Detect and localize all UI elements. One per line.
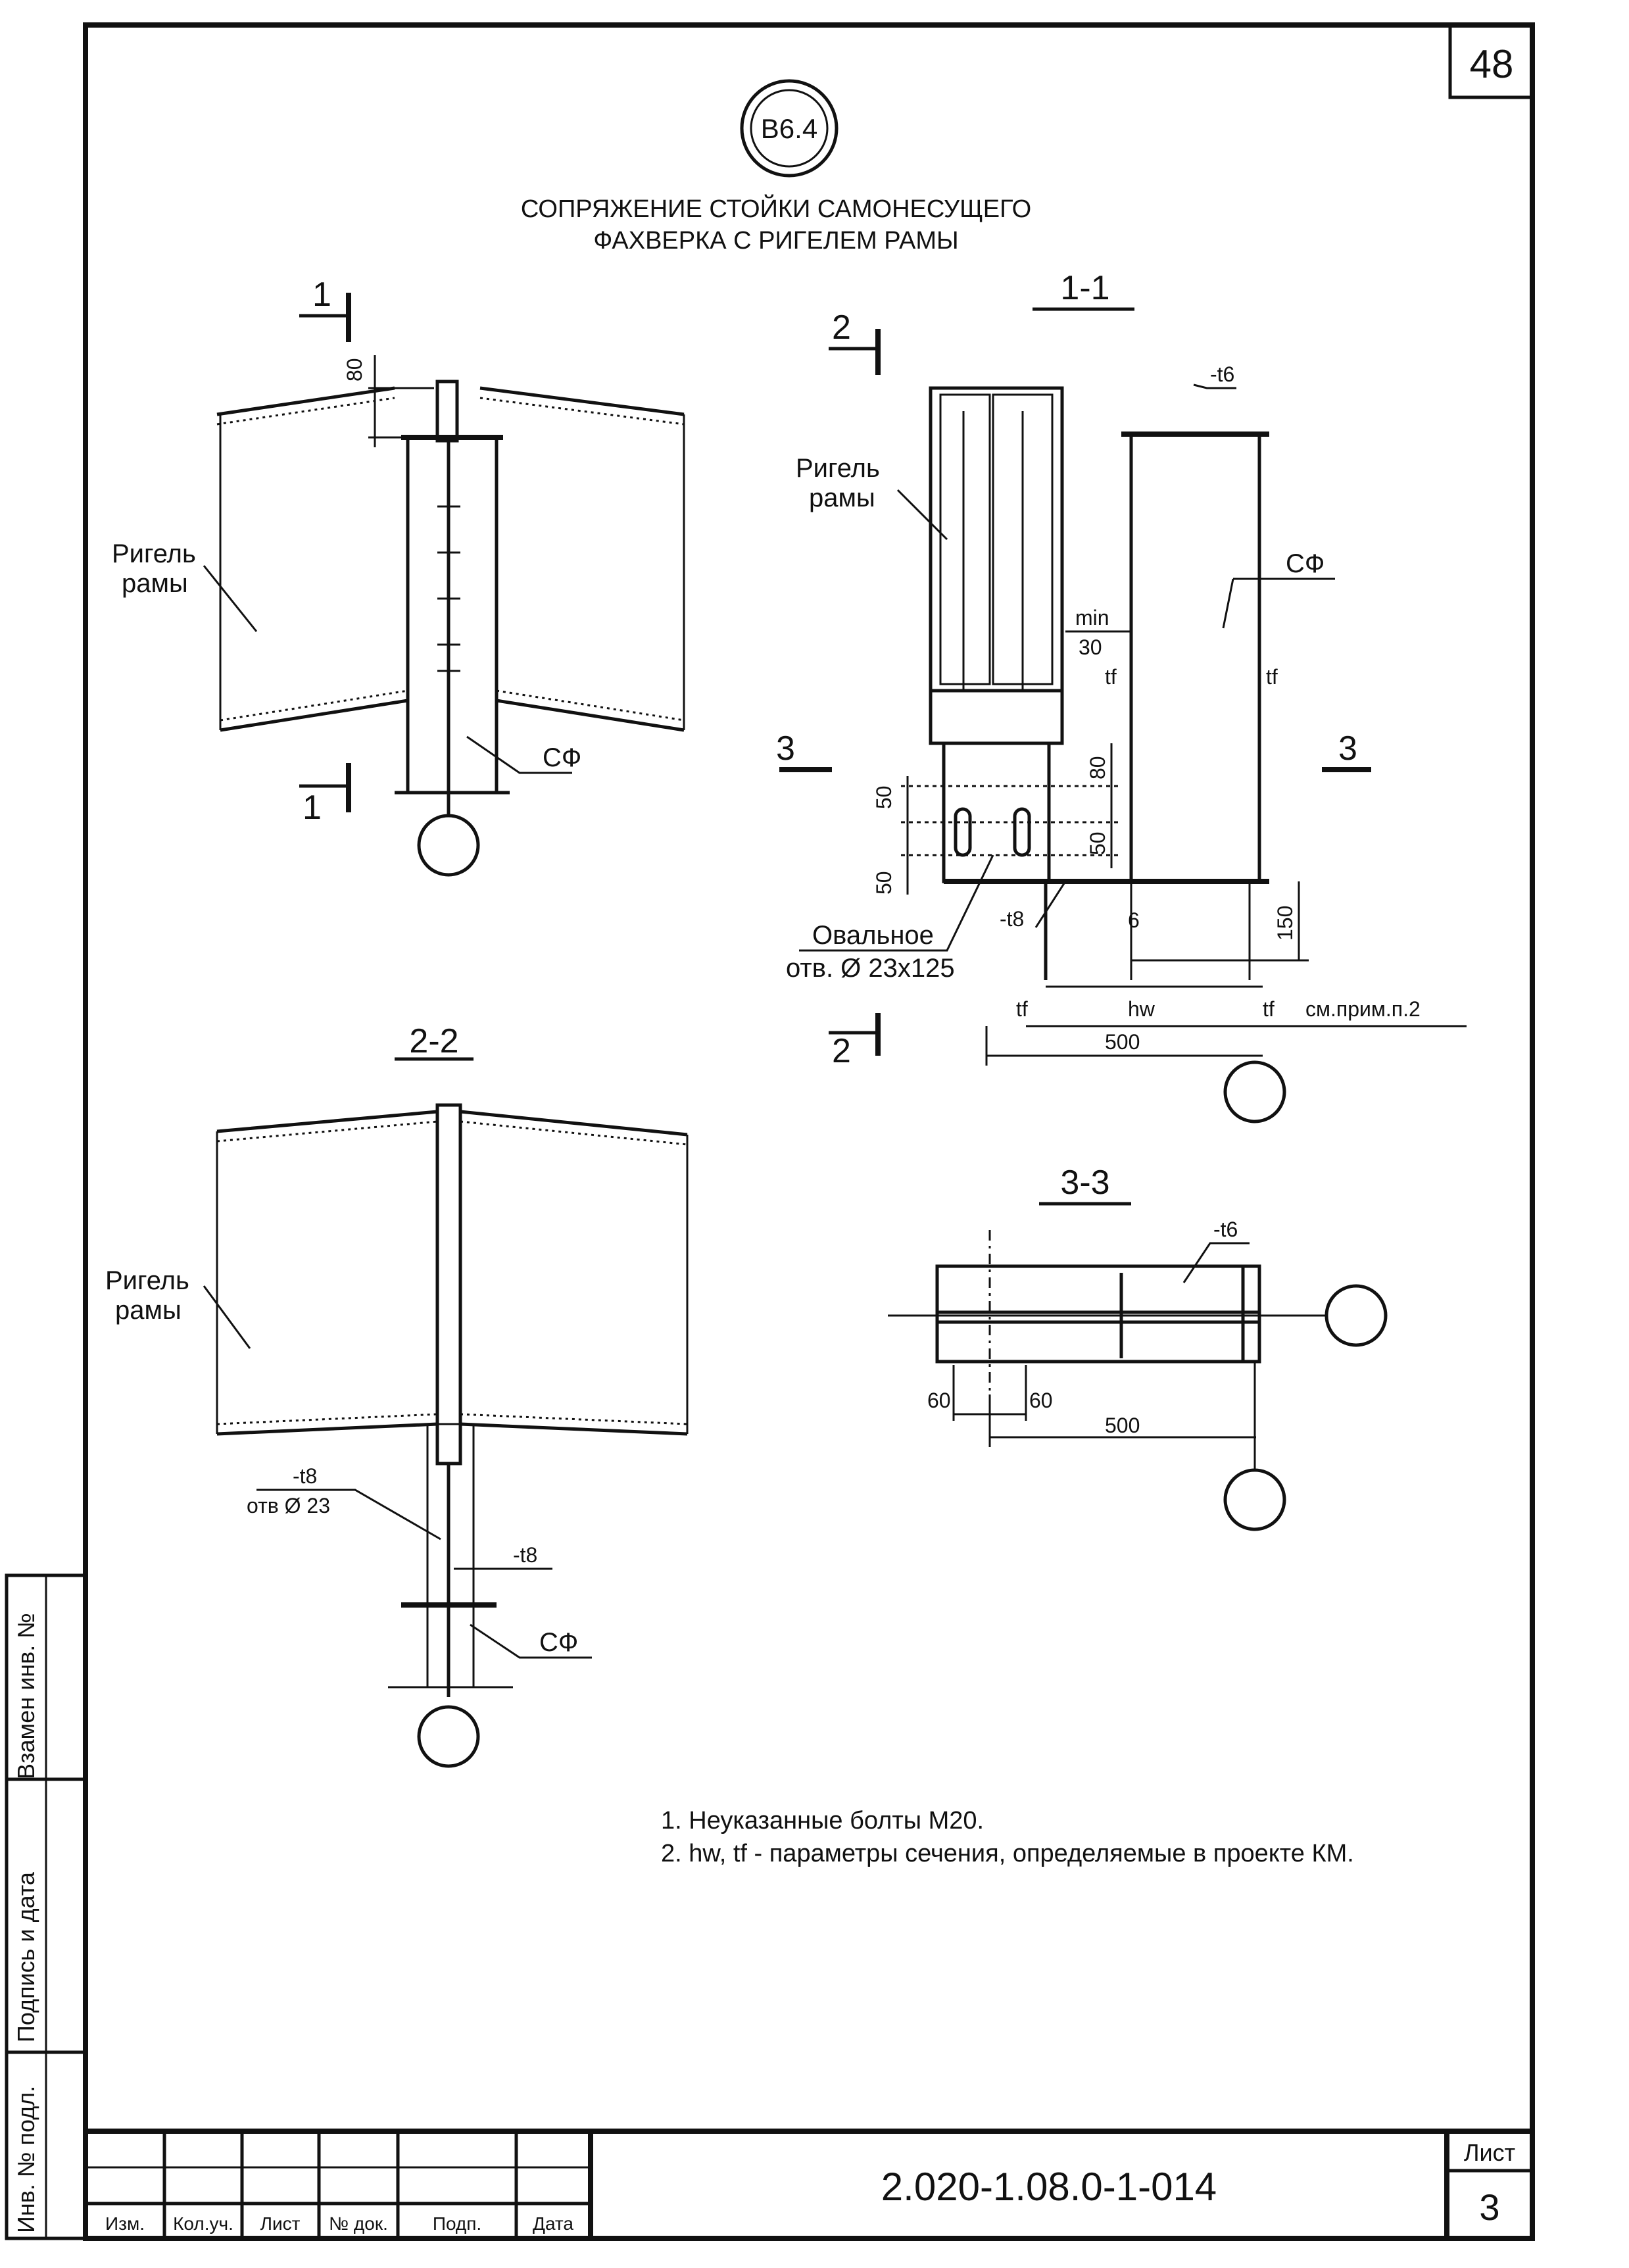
title-line-1: СОПРЯЖЕНИЕ СТОЙКИ САМОНЕСУЩЕГО xyxy=(521,193,1031,223)
tf-bottom-right: tf xyxy=(1263,997,1275,1021)
plate-t8-22-b: -t8 xyxy=(513,1543,537,1567)
tf-right: tf xyxy=(1266,665,1278,689)
dim-60-left: 60 xyxy=(927,1389,951,1412)
cut-mark-2-top: 2 xyxy=(832,308,851,347)
dim-500-33: 500 xyxy=(1105,1414,1140,1437)
hw-label: hw xyxy=(1128,997,1155,1021)
sheet-frame xyxy=(5,22,1535,2241)
cut-mark-3-right: 3 xyxy=(1338,729,1357,768)
note-1: 1. Неуказанные болты М20. xyxy=(661,1807,984,1835)
tb-col-kol: Кол.уч. xyxy=(173,2213,233,2234)
cut-mark-3-left: 3 xyxy=(776,729,795,768)
dim-50-a: 50 xyxy=(872,785,896,809)
see-note-2: см.прим.п.2 xyxy=(1305,997,1421,1021)
view-front xyxy=(203,293,685,877)
title-line-2: ФАХВЕРКА С РИГЕЛЕМ РАМЫ xyxy=(593,227,958,255)
tb-sheet-label: Лист xyxy=(1464,2139,1515,2166)
dim-80-11: 80 xyxy=(1086,756,1109,779)
cut-mark-2-bottom: 2 xyxy=(832,1032,851,1070)
stamp-signature-date: Подпись и дата xyxy=(12,1871,39,2042)
section-1-1 xyxy=(779,307,1467,1123)
label-girder-front-2: рамы xyxy=(122,569,188,598)
tb-col-data: Дата xyxy=(533,2213,573,2234)
label-column-22: СФ xyxy=(539,1628,578,1657)
tb-col-ndok: № док. xyxy=(329,2213,388,2234)
section-2-2-title: 2-2 xyxy=(409,1022,458,1060)
label-column-11: СФ xyxy=(1286,549,1325,578)
min-label: min xyxy=(1075,606,1109,629)
label-girder-22-2: рамы xyxy=(115,1296,182,1325)
note-2: 2. hw, tf - параметры сечения, определяе… xyxy=(661,1840,1354,1867)
stamp-replaces-inv: Взамен инв. № xyxy=(12,1613,39,1779)
tb-sheet-number: 3 xyxy=(1479,2186,1499,2228)
document-code: 2.020-1.08.0-1-014 xyxy=(881,2165,1217,2209)
oval-hole-label-2: отв. Ø 23х125 xyxy=(786,954,955,983)
oval-hole-label-1: Овальное xyxy=(812,921,934,950)
plate-t8-22-a: -t8 xyxy=(293,1464,317,1488)
section-1-1-title: 1-1 xyxy=(1060,269,1109,307)
dim-150: 150 xyxy=(1273,906,1297,941)
code-label: В6.4 xyxy=(761,113,817,144)
page-number: 48 xyxy=(1470,42,1514,86)
stamp-inv-original: Инв. № подл. xyxy=(12,2086,39,2233)
dim-500-11: 500 xyxy=(1105,1030,1140,1054)
tb-col-list: Лист xyxy=(260,2213,301,2234)
tb-col-podp: Подп. xyxy=(433,2213,481,2234)
cut-mark-1-top: 1 xyxy=(312,276,331,314)
section-3-3 xyxy=(888,1202,1388,1531)
label-girder-front-1: Ригель xyxy=(112,539,196,568)
plate-t8-11: -t8 xyxy=(1000,907,1024,931)
tf-bottom-left: tf xyxy=(1016,997,1028,1021)
code-label-badge xyxy=(740,79,839,178)
label-girder-11-2: рамы xyxy=(809,483,875,512)
section-3-3-title: 3-3 xyxy=(1060,1164,1109,1202)
section-2-2 xyxy=(203,1057,689,1768)
label-column-front: СФ xyxy=(543,743,581,772)
tf-left: tf xyxy=(1105,665,1117,689)
dim-50-c: 50 xyxy=(872,871,896,895)
label-girder-22-1: Ригель xyxy=(105,1266,189,1295)
plate-t6-11: -t6 xyxy=(1210,362,1234,386)
tb-col-izm: Изм. xyxy=(105,2213,145,2234)
hole-d23-22: отв Ø 23 xyxy=(247,1494,330,1517)
dim-6: 6 xyxy=(1128,908,1140,932)
cut-mark-1-bottom: 1 xyxy=(303,789,322,827)
dim-30: 30 xyxy=(1079,635,1102,659)
dim-50-b: 50 xyxy=(1086,831,1109,855)
label-girder-11-1: Ригель xyxy=(796,454,880,483)
plate-t6-33: -t6 xyxy=(1213,1218,1238,1241)
dim-80-front: 80 xyxy=(343,358,366,382)
dim-60-right: 60 xyxy=(1029,1389,1053,1412)
